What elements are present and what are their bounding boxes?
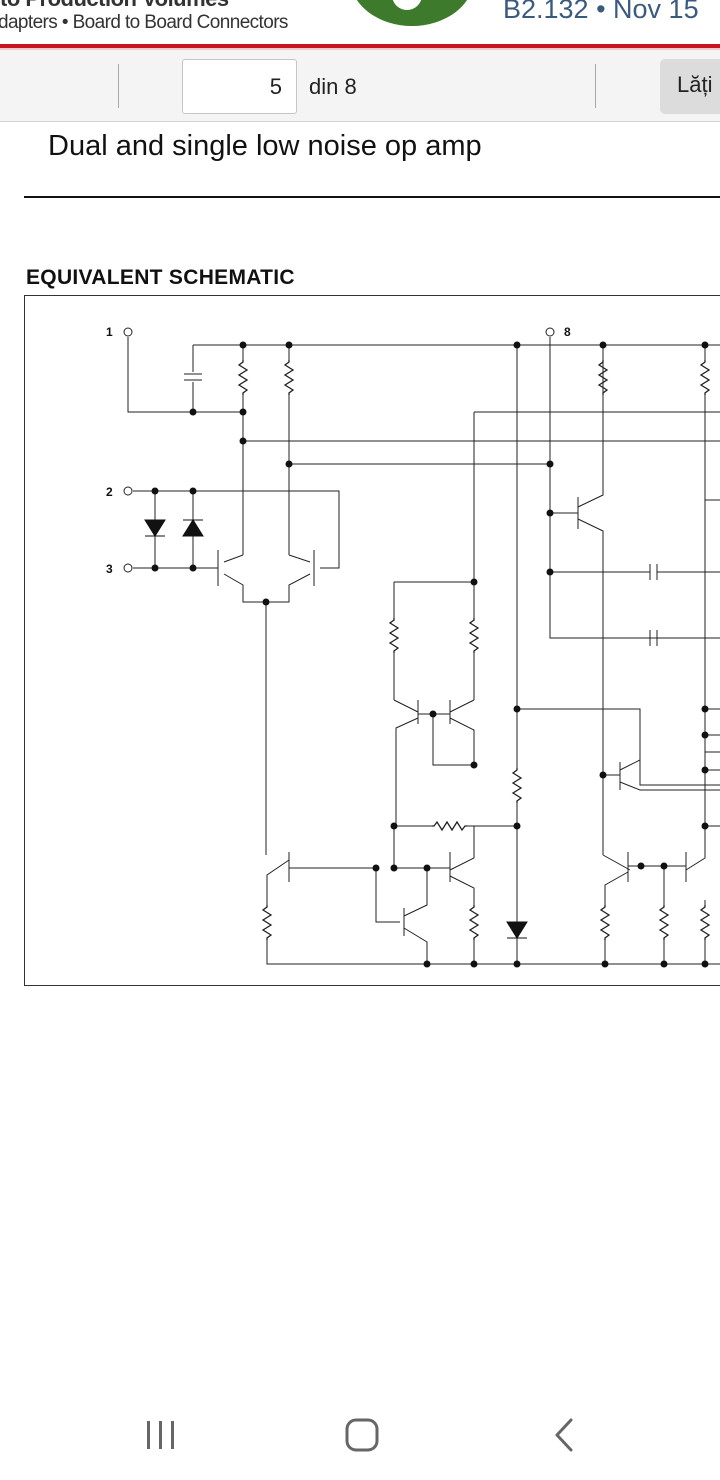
pdf-toolbar: din 8 Lăți xyxy=(0,50,720,122)
schematic-diodes xyxy=(144,519,528,939)
recents-button[interactable] xyxy=(131,1412,191,1458)
section-heading: EQUIVALENT SCHEMATIC xyxy=(26,266,295,289)
banner-accent-line xyxy=(0,44,720,48)
ad-headline: to Production Volumes xyxy=(0,0,229,12)
system-nav-bar xyxy=(0,1398,720,1480)
pin-8-label: 8 xyxy=(564,325,571,339)
ad-banner[interactable]: to Production Volumes dapters • Board to… xyxy=(0,0,720,46)
recents-icon xyxy=(147,1421,174,1449)
toolbar-divider xyxy=(118,64,119,108)
schematic-junctions xyxy=(151,341,709,968)
ad-tagline: dapters • Board to Board Connectors xyxy=(0,12,288,33)
pin-1-label: 1 xyxy=(106,325,113,339)
home-icon xyxy=(345,1418,379,1452)
schematic-wires xyxy=(127,337,720,965)
pin-2-label: 2 xyxy=(106,485,113,499)
schematic-frame xyxy=(24,295,720,986)
document-subtitle: Dual and single low noise op amp xyxy=(48,130,482,162)
ad-catalog-ref: B2.132 • Nov 15 xyxy=(503,0,699,24)
toolbar-divider xyxy=(595,64,596,108)
banner-accent-shadow xyxy=(0,48,720,50)
pin-3-label: 3 xyxy=(106,562,113,576)
back-button[interactable] xyxy=(534,1412,594,1458)
equivalent-schematic-diagram: 1 8 2 3 xyxy=(106,325,720,968)
header-rule xyxy=(24,196,720,198)
home-button[interactable] xyxy=(332,1412,392,1458)
back-icon xyxy=(555,1418,573,1452)
page-count-label: din 8 xyxy=(309,74,357,99)
page-number-input[interactable] xyxy=(182,59,297,114)
schematic-pin-terminals xyxy=(123,327,555,573)
fit-width-button[interactable]: Lăți xyxy=(660,59,720,114)
